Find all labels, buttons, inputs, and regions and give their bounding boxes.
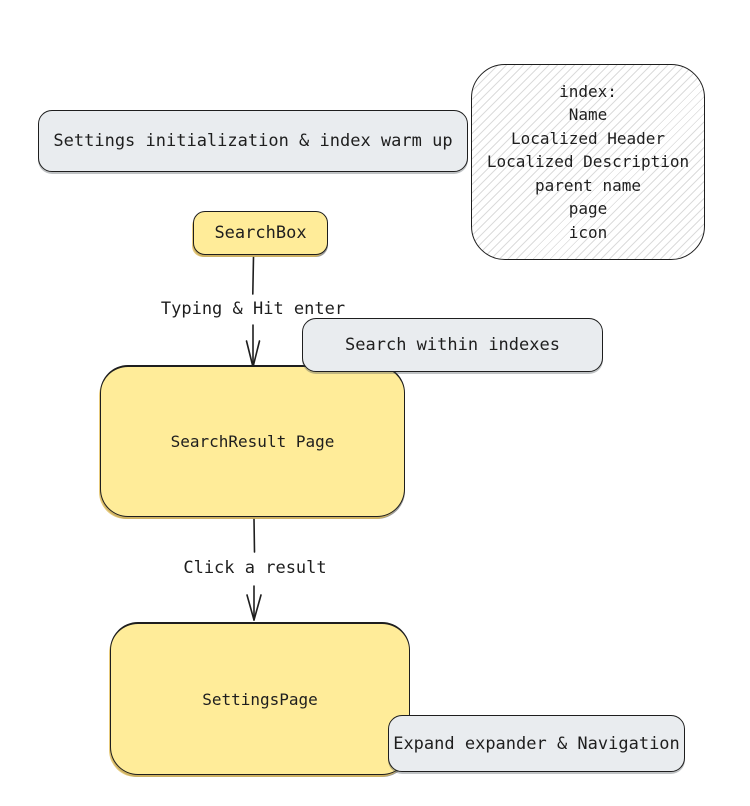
index-note-title: index: xyxy=(559,81,617,101)
arrow-typing-hit-enter xyxy=(245,256,261,368)
node-settings-initialization-label: Settings initialization & index warm up xyxy=(53,131,453,151)
node-settings-initialization: Settings initialization & index warm up xyxy=(38,110,468,172)
node-search-within-indexes: Search within indexes xyxy=(302,318,603,372)
node-searchresult-page: SearchResult Page xyxy=(100,365,405,517)
node-settingspage-label: SettingsPage xyxy=(202,689,318,709)
edge-label-click-a-result: Click a result xyxy=(183,558,327,578)
node-searchbox-label: SearchBox xyxy=(214,223,307,243)
node-settingspage: SettingsPage xyxy=(110,622,410,775)
node-index-note: index: Name Localized Header Localized D… xyxy=(471,64,705,260)
node-expand-expander-navigation: Expand expander & Navigation xyxy=(388,715,685,772)
arrow-click-a-result xyxy=(246,518,262,621)
index-note-field-name: Name xyxy=(568,105,608,125)
index-note-field-localized-description: Localized Description xyxy=(486,152,690,172)
edge-label-typing-hit-enter: Typing & Hit enter xyxy=(160,299,346,319)
index-note-field-page: page xyxy=(568,199,608,219)
index-note-field-icon: icon xyxy=(568,222,608,242)
node-search-within-indexes-label: Search within indexes xyxy=(345,335,560,355)
index-note-field-localized-header: Localized Header xyxy=(510,128,666,148)
node-searchresult-page-label: SearchResult Page xyxy=(170,432,335,451)
node-expand-expander-navigation-label: Expand expander & Navigation xyxy=(393,733,680,754)
node-searchbox: SearchBox xyxy=(193,211,328,255)
index-note-field-parent-name: parent name xyxy=(535,175,641,195)
